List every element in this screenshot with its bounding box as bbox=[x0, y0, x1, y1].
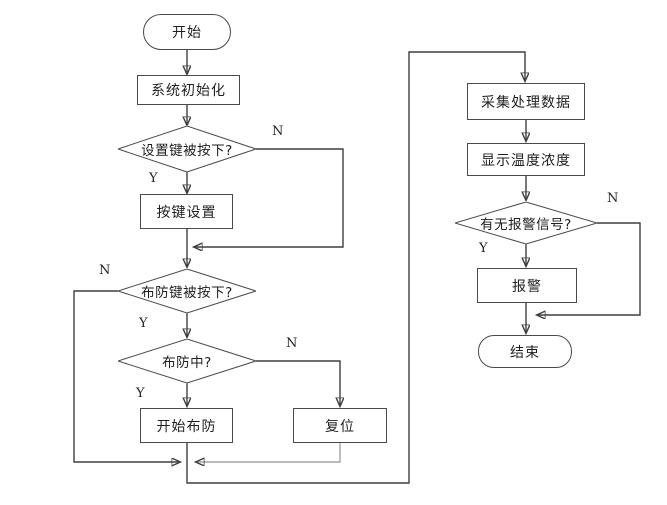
node-set-key-pressed-label: 设置键被按下? bbox=[141, 143, 233, 159]
branch-label-alarm-yes: Y bbox=[479, 241, 488, 256]
node-set-key-pressed: 设置键被按下? bbox=[118, 126, 256, 172]
diamond-shape bbox=[118, 126, 256, 172]
connector-setkey-no-loop bbox=[194, 148, 344, 247]
node-alarm-signal-check-label: 有无报警信号? bbox=[480, 217, 572, 233]
node-start-arming-label: 开始布防 bbox=[156, 418, 217, 435]
connector-alarmcheck-no-loop bbox=[537, 222, 641, 315]
branch-label-arming-yes: Y bbox=[136, 386, 145, 401]
node-start-arming: 开始布防 bbox=[140, 408, 233, 443]
node-alarm-signal-check: 有无报警信号? bbox=[455, 202, 597, 244]
connector-arming-no-reset bbox=[256, 360, 340, 406]
node-reset: 复位 bbox=[293, 408, 387, 443]
node-key-setting-label: 按键设置 bbox=[156, 204, 217, 221]
node-collect-data: 采集处理数据 bbox=[467, 83, 585, 120]
node-end: 结束 bbox=[478, 335, 572, 368]
diamond-shape bbox=[118, 269, 256, 313]
branch-label-armkey-no: N bbox=[99, 263, 111, 278]
node-display-temp: 显示温度浓度 bbox=[467, 143, 585, 176]
connector-junction-collect bbox=[186, 51, 525, 484]
diamond-shape bbox=[118, 339, 256, 383]
node-system-init-label: 系统初始化 bbox=[151, 83, 226, 99]
node-arming: 布防中? bbox=[118, 339, 256, 383]
branch-label-setkey-yes: Y bbox=[149, 171, 158, 186]
branch-label-arming-no: N bbox=[286, 336, 298, 351]
node-system-init: 系统初始化 bbox=[137, 75, 240, 105]
node-display-temp-label: 显示温度浓度 bbox=[481, 152, 571, 169]
connector-armkey-no-loop bbox=[73, 290, 180, 462]
branch-label-armkey-yes: Y bbox=[139, 316, 148, 331]
node-arming-label: 布防中? bbox=[162, 355, 212, 371]
diamond-shape bbox=[455, 202, 597, 244]
branch-label-setkey-no: N bbox=[272, 124, 284, 139]
node-collect-data-label: 采集处理数据 bbox=[481, 94, 571, 111]
node-key-setting: 按键设置 bbox=[140, 194, 233, 229]
branch-label-alarm-no: N bbox=[607, 191, 619, 206]
node-reset-label: 复位 bbox=[325, 418, 355, 435]
node-alarm-label: 报警 bbox=[512, 278, 542, 295]
connector-reset-junction bbox=[196, 443, 341, 462]
node-end-label: 结束 bbox=[510, 344, 540, 361]
node-start-label: 开始 bbox=[172, 25, 202, 41]
node-arm-key-pressed-label: 布防键被按下? bbox=[141, 285, 233, 301]
node-arm-key-pressed: 布防键被按下? bbox=[118, 269, 256, 313]
node-start: 开始 bbox=[143, 14, 231, 50]
node-alarm: 报警 bbox=[477, 268, 577, 303]
